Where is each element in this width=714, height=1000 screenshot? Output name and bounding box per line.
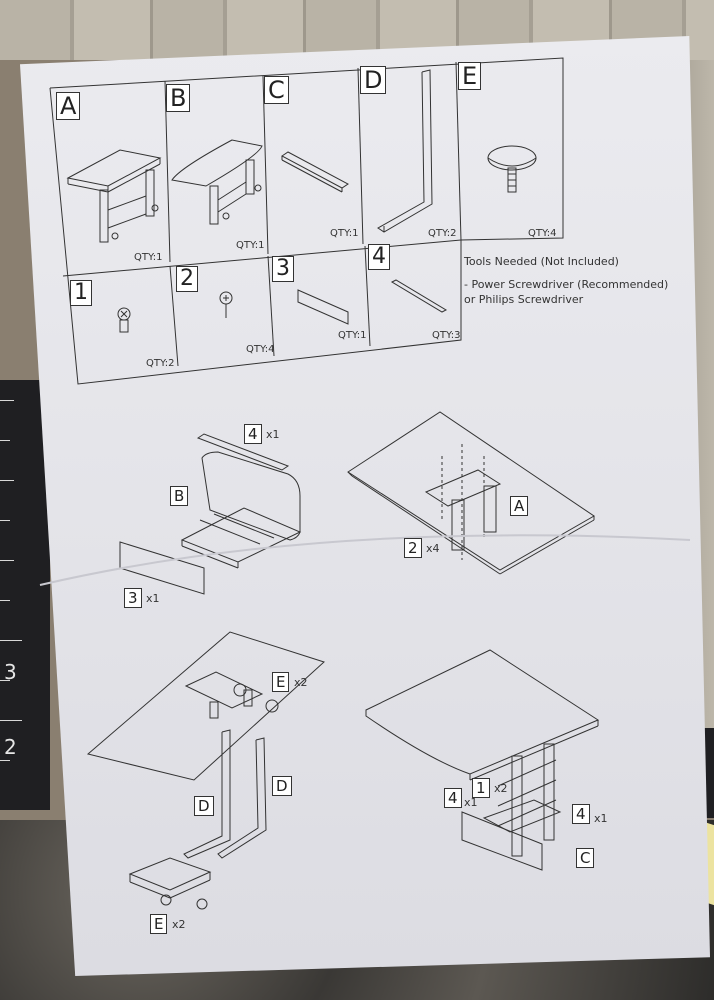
step4-part-1-count: x2 (494, 782, 508, 795)
part-d-qty: QTY:2 (428, 228, 457, 239)
step-4-drawing (365, 649, 600, 871)
hardware-4-drawing (390, 279, 448, 313)
part-e-label: E (458, 62, 482, 90)
tools-needed-note: Tools Needed (Not Included) - Power Scre… (464, 254, 668, 307)
step-1-drawing (119, 433, 302, 595)
tools-line-2: or Philips Screwdriver (464, 293, 584, 306)
step3-part-d-right-callout: D (272, 776, 292, 796)
step1-part-4-count: x1 (266, 428, 280, 441)
hardware-1-drawing (117, 307, 131, 333)
hardware-4-label: 4 (368, 244, 390, 270)
step4-part-4-left-count: x1 (464, 796, 478, 809)
hardware-1-qty: QTY:2 (146, 358, 175, 369)
part-c-qty: QTY:1 (330, 228, 359, 239)
part-e-qty: QTY:4 (528, 228, 557, 239)
parts-table-divider (62, 239, 462, 277)
part-c-label: C (264, 76, 289, 104)
hardware-3-drawing (297, 289, 349, 325)
part-a-drawing (66, 149, 162, 243)
part-e-drawing (487, 145, 537, 193)
step4-part-4-right-callout: 4 (572, 804, 590, 824)
ruler-number: 3 (4, 660, 17, 684)
hardware-4-qty: QTY:3 (432, 330, 461, 341)
step1-part-b-callout: B (170, 486, 189, 506)
step4-part-4-left-callout: 4 (444, 788, 462, 808)
step-3-drawing (86, 631, 325, 910)
step1-part-3-callout: 3 (124, 588, 142, 608)
step3-part-e-top-callout: E (272, 672, 290, 692)
tools-line-1: - Power Screwdriver (Recommended) (464, 278, 669, 291)
part-a-qty: QTY:1 (134, 252, 163, 263)
hardware-2-qty: QTY:4 (246, 344, 275, 355)
step2-part-a-callout: A (510, 496, 529, 516)
part-d-drawing (377, 69, 433, 233)
part-a-label: A (56, 92, 81, 120)
hardware-3-qty: QTY:1 (338, 330, 367, 341)
measuring-ruler: 3 2 (0, 380, 50, 810)
step3-part-e-bottom-count: x2 (172, 918, 186, 931)
step3-part-d-left-callout: D (194, 796, 214, 816)
instruction-sheet (20, 36, 710, 976)
hardware-2-drawing (219, 291, 233, 318)
part-b-drawing (171, 139, 263, 225)
hardware-3-label: 3 (272, 256, 294, 282)
ruler-number: 2 (4, 735, 17, 759)
step1-part-3-count: x1 (146, 592, 160, 605)
part-d-label: D (360, 66, 387, 94)
hardware-1-label: 1 (70, 280, 92, 306)
tools-title: Tools Needed (Not Included) (464, 255, 619, 268)
step3-part-e-top-count: x2 (294, 676, 308, 689)
step-2-drawing (347, 411, 595, 575)
step1-part-4-callout: 4 (244, 424, 262, 444)
step4-part-c-callout: C (576, 848, 595, 868)
part-b-label: B (166, 84, 191, 112)
part-b-qty: QTY:1 (236, 240, 265, 251)
step4-part-1-callout: 1 (472, 778, 490, 798)
hardware-2-label: 2 (176, 266, 198, 292)
step2-part-2-callout: 2 (404, 538, 422, 558)
part-c-drawing (281, 151, 349, 193)
step3-part-e-bottom-callout: E (150, 914, 168, 934)
step2-part-2-count: x4 (426, 542, 440, 555)
step4-part-4-right-count: x1 (594, 812, 608, 825)
paper-fold (39, 534, 691, 586)
